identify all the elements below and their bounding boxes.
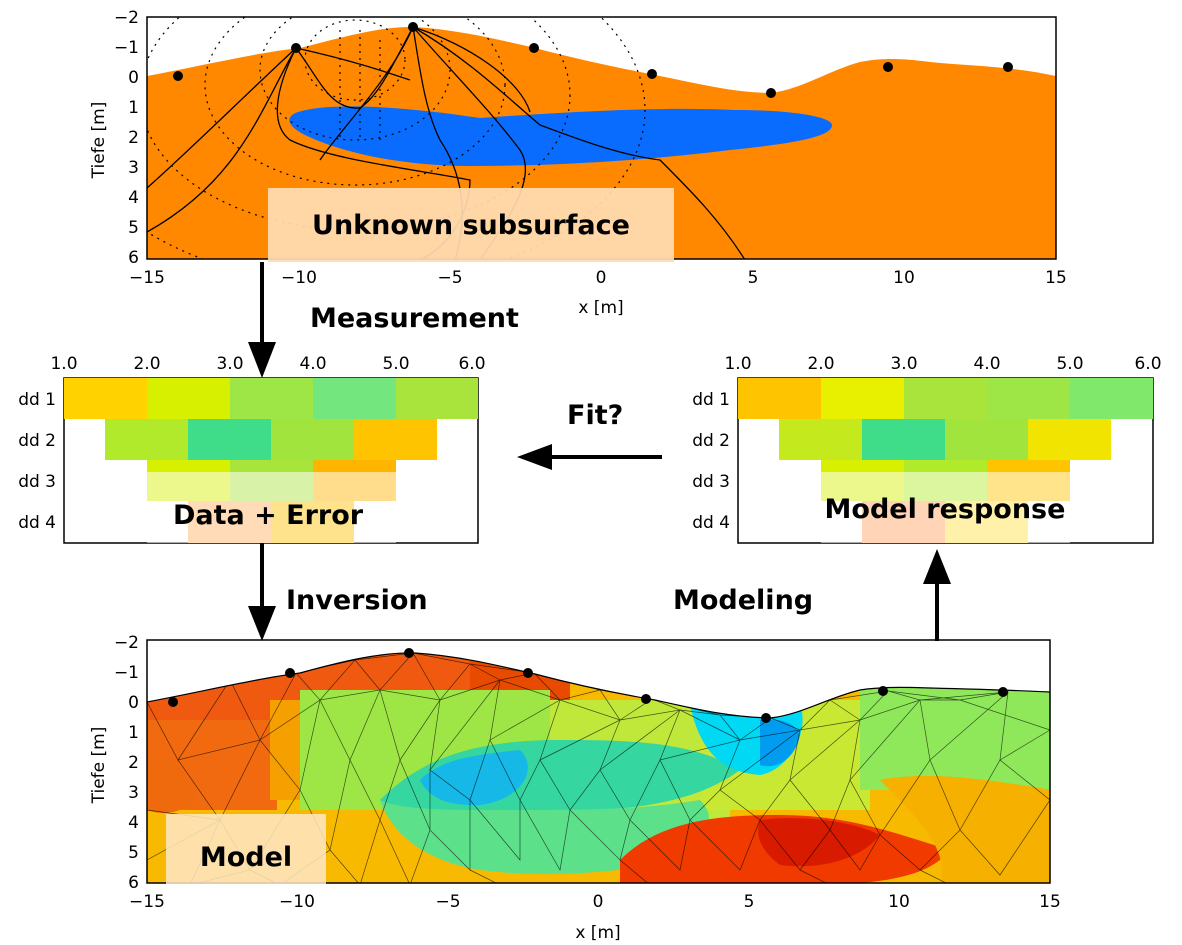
y-tick-label: 5 — [128, 843, 139, 863]
inversion-arrow-head — [248, 606, 276, 641]
y-tick-label: 2 — [128, 753, 139, 773]
data-pseudosection — [64, 378, 478, 543]
x-tick-label: −10 — [281, 268, 317, 288]
x-tick-label: 3.0 — [890, 354, 917, 374]
row-label: dd 3 — [692, 472, 730, 492]
resistive-anomaly — [289, 106, 832, 166]
data-panel: 1.0 2.0 3.0 4.0 5.0 6.0 dd 1 dd 2 dd 3 d… — [18, 354, 486, 544]
y-tick-label: −1 — [114, 663, 139, 683]
y-tick-label: 5 — [128, 218, 139, 238]
y-tick-label: 4 — [128, 813, 139, 833]
row-label: dd 2 — [18, 431, 56, 451]
measurement-arrow-head — [248, 342, 276, 378]
top-y-ticks: −2 −1 0 1 2 3 4 5 6 — [114, 8, 139, 268]
x-tick-label: −15 — [129, 268, 165, 288]
y-tick-label: 3 — [128, 158, 139, 178]
x-tick-label: 5 — [744, 892, 755, 912]
x-tick-label: −15 — [129, 892, 165, 912]
y-tick-label: 2 — [128, 128, 139, 148]
y-tick-label: −2 — [114, 633, 139, 653]
x-tick-label: 0 — [596, 268, 607, 288]
electrodes — [173, 22, 1013, 98]
caption-box — [268, 188, 674, 262]
bottom-panel: Model −2 −1 0 1 2 3 4 5 6 Tiefe [m] −15 … — [89, 633, 1061, 943]
y-tick-label: −2 — [114, 8, 139, 28]
bottom-y-axis-label: Tiefe [m] — [89, 727, 109, 805]
y-tick-label: 0 — [128, 693, 139, 713]
response-x-ticks: 1.0 2.0 3.0 4.0 5.0 6.0 — [724, 354, 1161, 374]
bottom-plot-frame — [146, 639, 1051, 884]
x-tick-label: 4.0 — [973, 354, 1000, 374]
response-panel: 1.0 2.0 3.0 4.0 5.0 6.0 dd 1 dd 2 dd 3 d… — [692, 354, 1162, 544]
x-tick-label: 10 — [893, 268, 915, 288]
row-label: dd 1 — [692, 390, 730, 410]
label-measurement: Measurement — [310, 303, 519, 334]
x-tick-label: −5 — [435, 892, 460, 912]
caption-model-response: Model response — [825, 494, 1066, 525]
x-tick-label: 6.0 — [1134, 354, 1161, 374]
top-x-ticks: −15 −10 −5 0 5 10 15 — [129, 268, 1067, 288]
y-tick-label: 3 — [128, 783, 139, 803]
label-fit: Fit? — [567, 400, 623, 431]
x-tick-label: −10 — [279, 892, 315, 912]
caption-model: Model — [200, 842, 292, 873]
caption-box — [166, 814, 326, 884]
label-inversion: Inversion — [286, 585, 428, 616]
x-tick-label: 5.0 — [1056, 354, 1083, 374]
bottom-x-axis-label: x [m] — [575, 923, 620, 943]
top-panel: Unknown subsurface −2 −1 0 1 2 3 4 5 6 T… — [89, 8, 1067, 318]
x-tick-label: −5 — [437, 268, 462, 288]
x-tick-label: 3.0 — [216, 354, 243, 374]
x-tick-label: 4.0 — [299, 354, 326, 374]
x-tick-label: 0 — [593, 892, 604, 912]
top-x-axis-label: x [m] — [578, 298, 623, 318]
bottom-x-ticks: −15 −10 −5 0 5 10 15 — [129, 892, 1061, 912]
row-label: dd 4 — [18, 513, 56, 533]
x-tick-label: 10 — [888, 892, 910, 912]
x-tick-label: 15 — [1039, 892, 1061, 912]
response-row-labels: dd 1 dd 2 dd 3 dd 4 — [692, 390, 730, 533]
x-tick-label: 15 — [1045, 268, 1067, 288]
response-pseudosection — [738, 378, 1153, 543]
y-tick-label: 1 — [128, 98, 139, 118]
row-label: dd 2 — [692, 431, 730, 451]
x-tick-label: 1.0 — [724, 354, 751, 374]
bottom-y-ticks: −2 −1 0 1 2 3 4 5 6 — [114, 633, 139, 893]
x-tick-label: 5 — [748, 268, 759, 288]
x-tick-label: 2.0 — [807, 354, 834, 374]
flow-arrows — [248, 262, 951, 641]
x-tick-label: 5.0 — [382, 354, 409, 374]
caption-data-error: Data + Error — [173, 500, 364, 531]
row-label: dd 1 — [18, 390, 56, 410]
bottom-surface-line — [146, 652, 1051, 719]
row-label: dd 4 — [692, 513, 730, 533]
y-tick-label: 0 — [128, 68, 139, 88]
bottom-electrodes — [168, 648, 1008, 723]
modeling-arrow-head — [923, 549, 951, 584]
data-x-ticks: 1.0 2.0 3.0 4.0 5.0 6.0 — [50, 354, 485, 374]
equipotential-lines — [147, 17, 646, 259]
top-y-axis-label: Tiefe [m] — [89, 102, 109, 180]
data-row-labels: dd 1 dd 2 dd 3 dd 4 — [18, 390, 56, 533]
y-tick-label: −1 — [114, 38, 139, 58]
label-modeling: Modeling — [673, 585, 813, 616]
fit-arrow-head — [517, 444, 552, 470]
x-tick-label: 6.0 — [458, 354, 485, 374]
x-tick-label: 1.0 — [50, 354, 77, 374]
caption-unknown-subsurface: Unknown subsurface — [312, 210, 630, 241]
y-tick-label: 6 — [128, 873, 139, 893]
y-tick-label: 4 — [128, 188, 139, 208]
y-tick-label: 1 — [128, 723, 139, 743]
y-tick-label: 6 — [128, 248, 139, 268]
row-label: dd 3 — [18, 472, 56, 492]
x-tick-label: 2.0 — [133, 354, 160, 374]
